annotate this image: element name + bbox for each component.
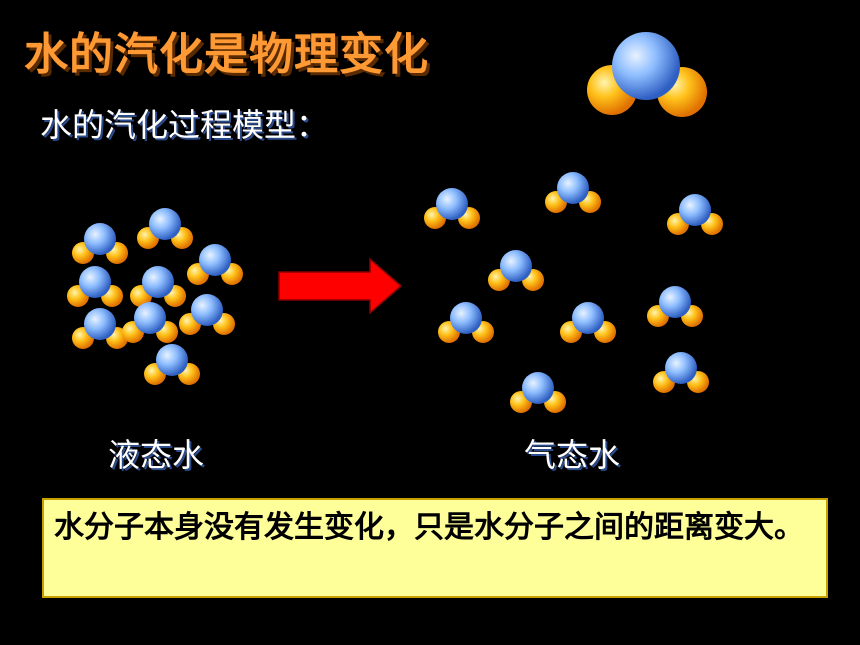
slide-title: 水的汽化是物理变化 [24, 29, 429, 80]
liquid-water-label: 液态水 [108, 436, 205, 474]
slide-subtitle: 水的汽化过程模型： [40, 106, 329, 144]
gas-water-label: 气态水 [524, 436, 621, 474]
water-molecule [137, 208, 193, 249]
large-water-molecule [587, 32, 707, 117]
water-molecule [179, 294, 235, 335]
water-molecule [560, 302, 616, 343]
water-molecule [187, 244, 243, 285]
water-molecule [438, 302, 494, 343]
explanation-text: 水分子本身没有发生变化，只是水分子之间的距离变大。 [54, 510, 804, 545]
water-molecule [510, 372, 566, 413]
water-molecule [667, 194, 723, 235]
water-molecule [488, 250, 544, 291]
explanation-box: 水分子本身没有发生变化，只是水分子之间的距离变大。 [42, 498, 828, 598]
water-molecule [545, 172, 601, 213]
water-molecule [144, 344, 200, 385]
water-molecule [122, 302, 178, 343]
water-molecule [130, 266, 186, 307]
water-molecule [72, 308, 128, 349]
water-molecule [72, 223, 128, 264]
liquid-molecule-cluster [67, 208, 243, 385]
water-molecule [647, 286, 703, 327]
water-molecule [67, 266, 123, 307]
water-molecule [653, 352, 709, 393]
gas-molecule-spread [424, 172, 723, 413]
water-molecule [424, 188, 480, 229]
transition-arrow [278, 257, 403, 315]
